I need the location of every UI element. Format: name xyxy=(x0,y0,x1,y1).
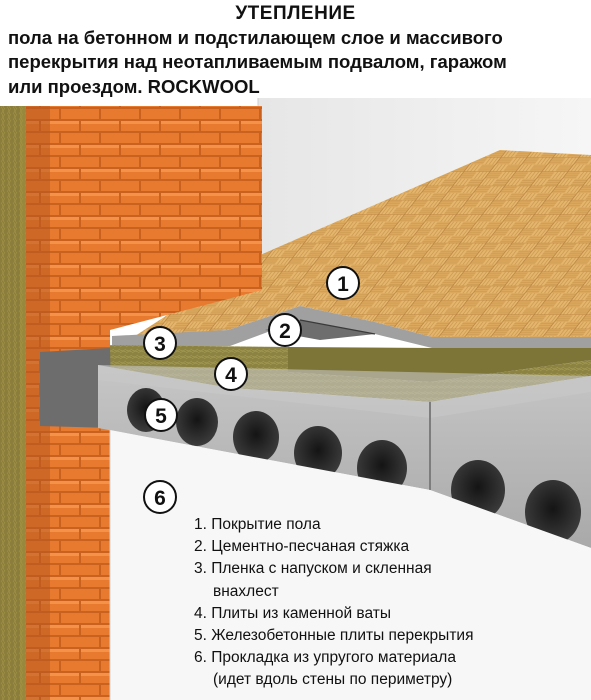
callout-4: 4 xyxy=(214,357,248,391)
basement-wall xyxy=(110,430,591,700)
legend-item-3-cont: внахлест xyxy=(213,582,279,600)
legend-item-3: 3. Пленка с напуском и скленная xyxy=(194,560,432,578)
callout-1: 1 xyxy=(326,266,360,300)
callout-5: 5 xyxy=(144,398,178,432)
legend-item-4: 4. Плиты из каменной ваты xyxy=(194,604,391,622)
legend: 1. Покрытие пола 2. Цементно-песчаная ст… xyxy=(194,514,586,692)
svg-text:2: 2 xyxy=(279,320,291,343)
legend-item-2: 2. Цементно-песчаная стяжка xyxy=(194,538,410,556)
page-title: УТЕПЛЕНИЕ xyxy=(235,3,356,24)
svg-text:6: 6 xyxy=(154,487,166,510)
svg-text:1: 1 xyxy=(337,273,349,296)
callout-2: 2 xyxy=(268,313,302,347)
svg-text:5: 5 xyxy=(155,405,167,428)
svg-text:3: 3 xyxy=(154,333,166,356)
legend-item-6-cont: (идет вдоль стены по периметру) xyxy=(213,671,453,689)
subtitle-line-1: пола на бетонном и подстилающем слое и м… xyxy=(8,27,503,48)
ring-beam xyxy=(40,348,112,428)
legend-item-5: 5. Железобетонные плиты перекрытия xyxy=(194,627,474,645)
callout-6: 6 xyxy=(143,480,177,514)
svg-text:4: 4 xyxy=(225,364,237,387)
callout-3: 3 xyxy=(143,326,177,360)
subtitle-line-2: перекрытия над неотапливаемым подвалом, … xyxy=(8,51,507,72)
title-block: УТЕПЛЕНИЕ пола на бетонном и подстилающе… xyxy=(0,0,591,104)
screed-layer xyxy=(112,306,591,348)
legend-item-1: 1. Покрытие пола xyxy=(194,516,321,533)
subtitle-line-3: или проездом. ROCKWOOL xyxy=(8,76,260,97)
legend-item-6: 6. Прокладка из упругого материала xyxy=(194,649,456,667)
brick-wall xyxy=(26,106,262,700)
